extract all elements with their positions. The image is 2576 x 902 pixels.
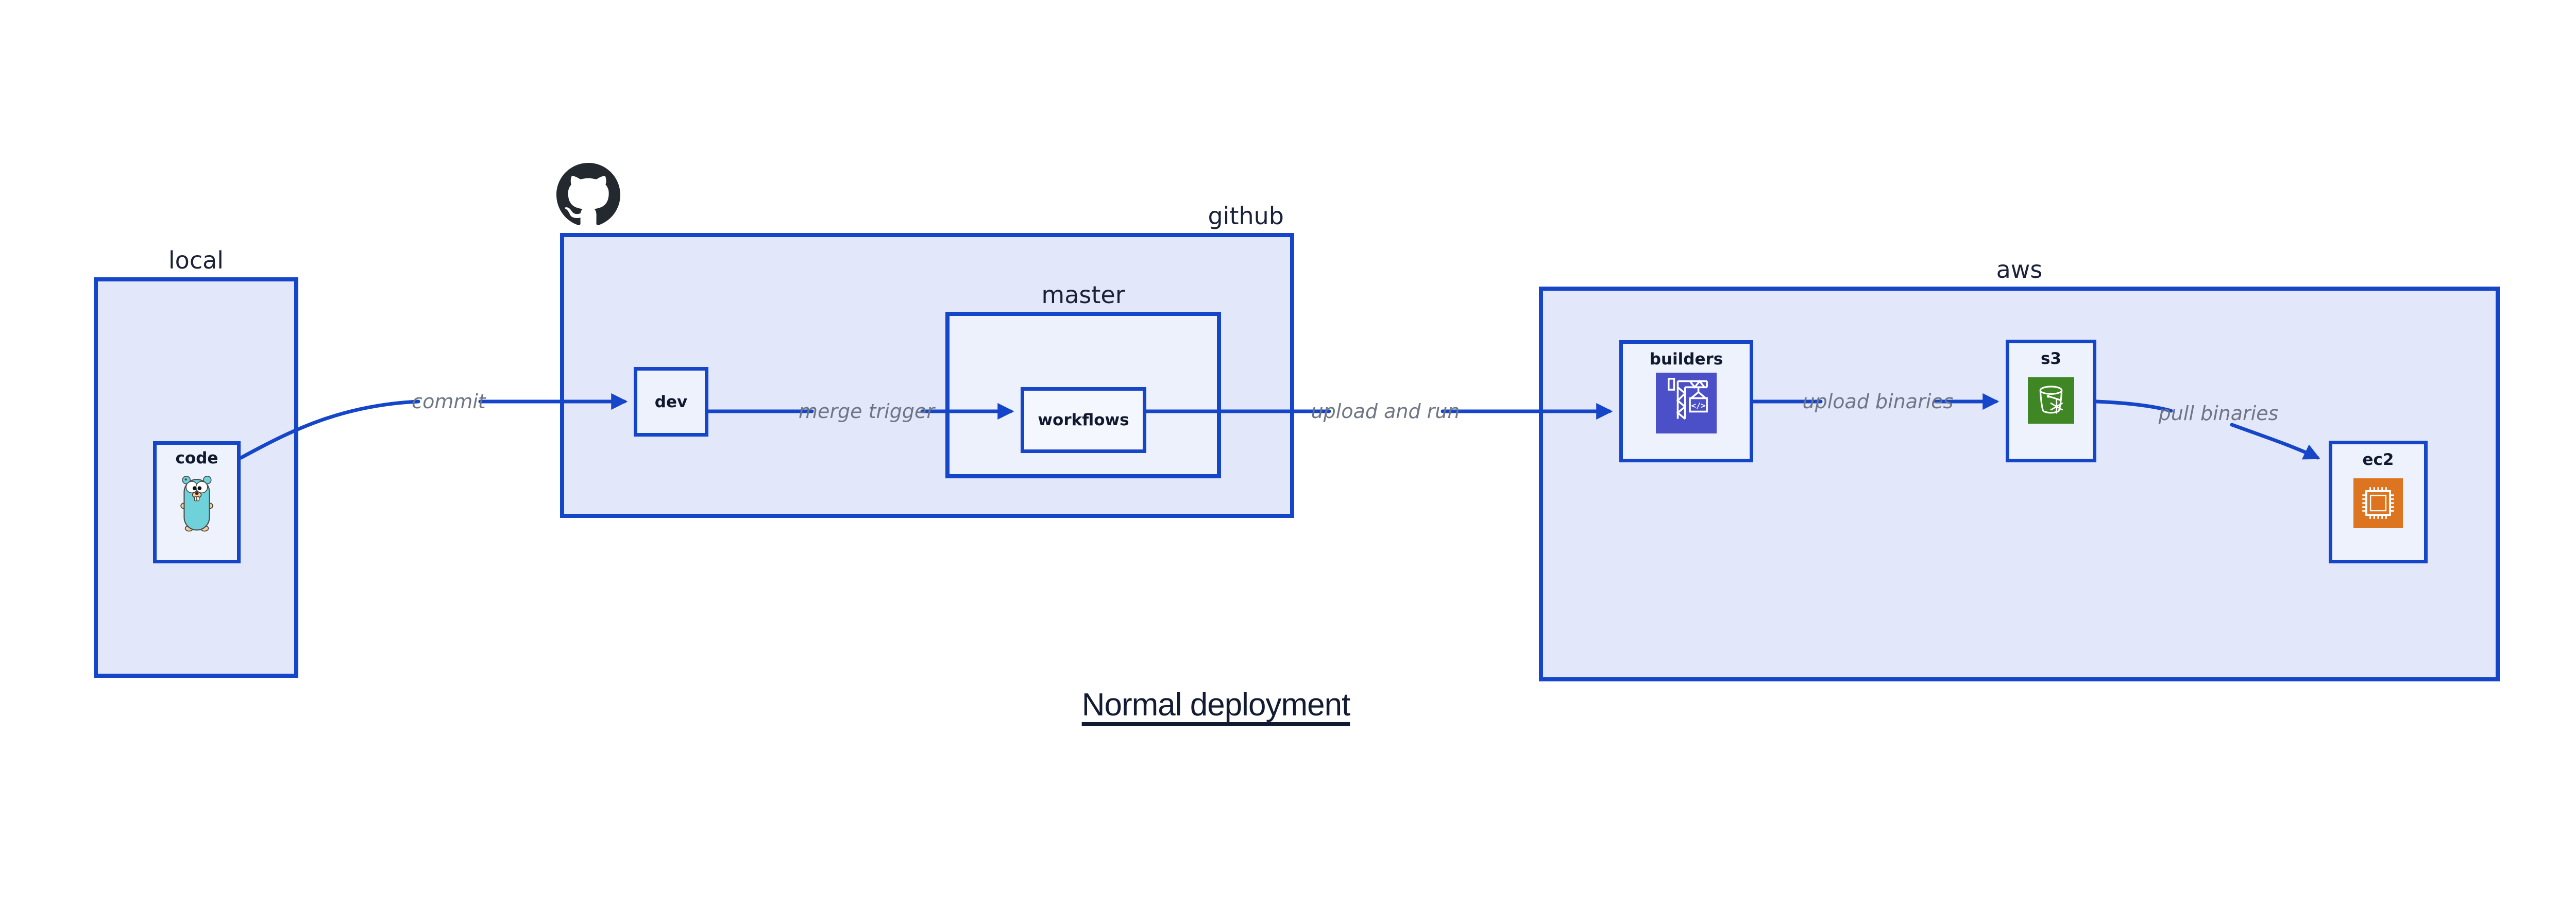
node-workflows: workflows <box>1021 387 1146 453</box>
edge-label-commit: commit <box>412 390 486 413</box>
edge-label-upload-binaries: upload binaries <box>1802 390 1954 413</box>
codebuild-icon-code-text: </> <box>1691 401 1706 410</box>
container-master-label: master <box>1041 281 1125 309</box>
node-builders-label: builders <box>1649 350 1723 369</box>
node-code: code <box>153 441 241 563</box>
node-workflows-label: workflows <box>1038 411 1129 429</box>
node-builders: builders </> <box>1619 340 1753 462</box>
edge-label-merge-trigger: merge trigger <box>799 400 935 423</box>
container-local: local code <box>94 246 298 678</box>
container-aws: aws builders </> s3 <box>1539 256 2500 681</box>
node-s3: s3 <box>2006 340 2096 462</box>
go-gopher-icon <box>180 476 213 532</box>
node-s3-label: s3 <box>2040 349 2062 368</box>
node-dev: dev <box>634 367 708 437</box>
edge-label-upload-and-run: upload and run <box>1311 400 1460 423</box>
github-octocat-logo <box>556 163 620 225</box>
node-ec2-label: ec2 <box>2362 450 2394 469</box>
diagram-title: Normal deployment <box>1081 687 1351 723</box>
node-code-label: code <box>175 449 218 467</box>
aws-s3-bucket-snowflake-icon <box>2028 377 2074 424</box>
aws-ec2-chip-icon <box>2353 478 2403 528</box>
container-aws-label: aws <box>1996 256 2043 283</box>
container-github: github dev master workflows <box>560 202 1294 518</box>
node-dev-label: dev <box>654 392 688 411</box>
node-ec2: ec2 <box>2329 441 2428 563</box>
edge-label-pull-binaries: pull binaries <box>2158 402 2279 425</box>
container-local-label: local <box>168 246 224 274</box>
container-master: master workflows <box>945 281 1221 478</box>
aws-codebuild-crane-icon: </> <box>1656 373 1717 433</box>
container-github-label: github <box>1208 202 1284 230</box>
